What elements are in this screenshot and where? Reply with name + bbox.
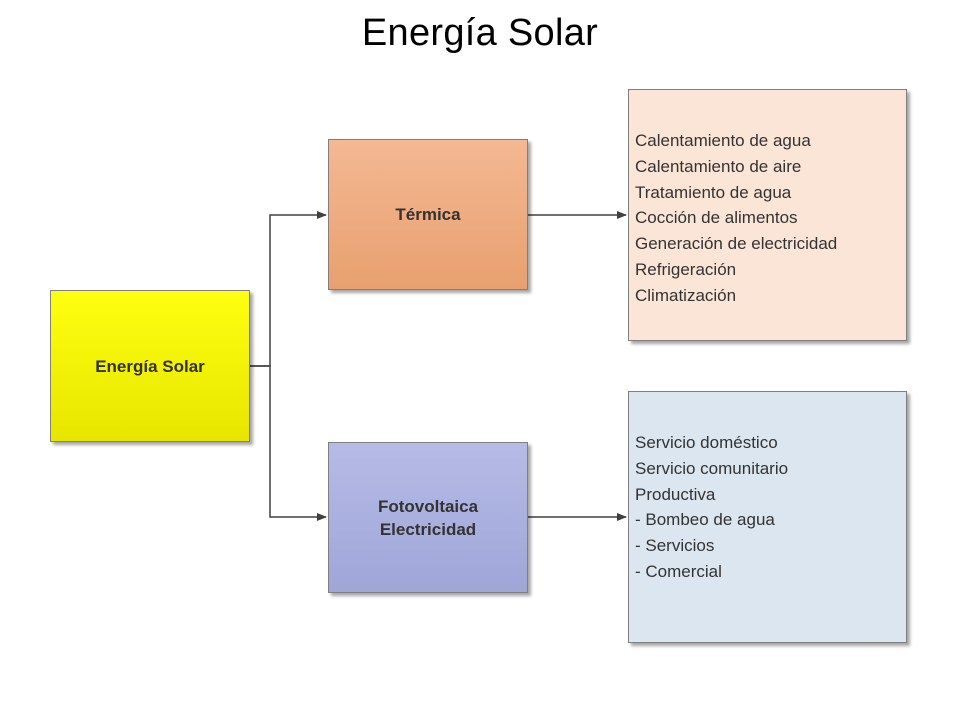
list-item: Generación de electricidad [635, 234, 838, 254]
page-title: Energía Solar [361, 12, 599, 54]
list-item: - Bombeo de agua [635, 510, 775, 530]
connector-solar-to-fotovoltaica [250, 365, 327, 521]
list-item: Climatización [635, 285, 737, 305]
list-item: Refrigeración [635, 259, 737, 279]
node-fotovoltaica: Fotovoltaica Electricidad [328, 442, 528, 593]
list-item: - Comercial [635, 561, 722, 581]
node-termica: Térmica [328, 139, 528, 290]
list-item: Cocción de alimentos [635, 208, 798, 228]
list-item: - Servicios [635, 536, 715, 556]
list-item: Tratamiento de agua [635, 182, 792, 202]
list-item: Calentamiento de agua [635, 131, 811, 150]
list-item: Servicio comunitario [635, 458, 789, 478]
list-item: Calentamiento de aire [635, 156, 802, 176]
node-fotovoltaica-label-line1: Fotovoltaica [377, 496, 479, 516]
node-fotovoltaica-label-line2: Electricidad [379, 519, 477, 539]
node-energia-solar: Energía Solar [50, 290, 250, 442]
fotovoltaica-uses-box: Servicio doméstico Servicio comunitario … [628, 391, 907, 643]
connector-solar-to-termica [250, 211, 327, 367]
node-energia-solar-label: Energía Solar [95, 356, 205, 376]
node-termica-label: Térmica [395, 205, 461, 224]
list-item: Servicio doméstico [635, 433, 778, 452]
list-item: Productiva [635, 484, 716, 504]
termica-uses-box: Calentamiento de agua Calentamiento de a… [628, 89, 907, 341]
